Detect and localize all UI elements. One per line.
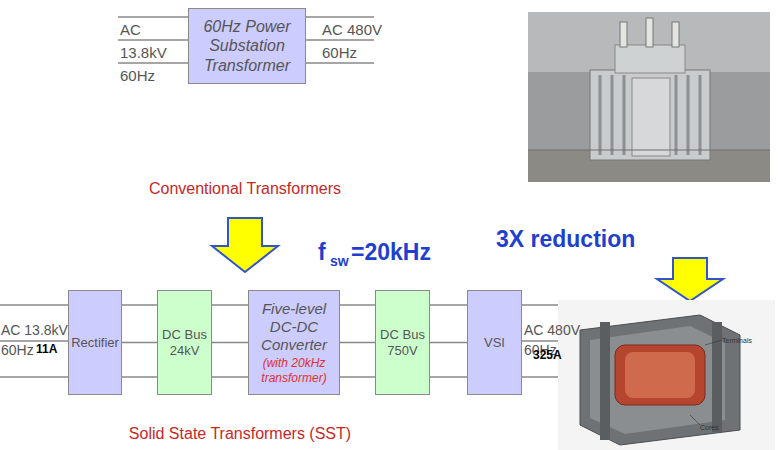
frequency-value: =20kHz bbox=[351, 239, 431, 265]
converter-box: Five-level DC-DC Converter(with 20kHz tr… bbox=[248, 290, 340, 395]
current-label: 11A bbox=[36, 343, 57, 357]
frequency-symbol: f bbox=[318, 239, 326, 265]
part-label: Terminals bbox=[722, 337, 752, 345]
box-label: VSI bbox=[484, 335, 505, 351]
voltage-label: AC 13.8kV 60Hz bbox=[120, 18, 190, 87]
section-caption: Solid State Transformers (SST) bbox=[110, 425, 370, 443]
transformer-box: 60Hz Power Substation Transformer bbox=[188, 8, 306, 84]
rectifier-box: Rectifier bbox=[68, 290, 122, 395]
box-note: (with 20kHz transformer) bbox=[251, 356, 337, 385]
inverter-box: VSI bbox=[467, 290, 522, 395]
transformer-photo bbox=[528, 12, 770, 182]
down-arrow bbox=[212, 218, 278, 272]
part-label: Cores bbox=[700, 424, 719, 432]
phase-wire bbox=[340, 342, 375, 343]
phase-wire bbox=[430, 342, 467, 343]
box-label: DC Bus 750V bbox=[378, 327, 427, 358]
frequency-subscript: sw bbox=[330, 253, 349, 269]
box-label: Five-level DC-DC Converter bbox=[251, 300, 337, 354]
box-label: DC Bus 24kV bbox=[160, 327, 209, 358]
box-label: Rectifier bbox=[71, 335, 119, 351]
down-arrow bbox=[657, 258, 723, 301]
voltage-label: AC 480V 60Hz bbox=[322, 18, 384, 64]
dc-bus-box: DC Bus 750V bbox=[375, 290, 430, 395]
box-label: 60Hz Power Substation Transformer bbox=[191, 17, 303, 75]
phase-wire bbox=[122, 342, 157, 343]
phase-wire bbox=[212, 342, 248, 343]
voltage-label: AC 13.8kV 60Hz bbox=[1, 320, 68, 360]
sst-transformer-photo bbox=[558, 300, 775, 450]
current-label: 325A bbox=[533, 349, 562, 363]
dc-bus-box: DC Bus 24kV bbox=[157, 290, 212, 395]
section-caption: Conventional Transformers bbox=[135, 180, 355, 198]
reduction-note: 3X reduction bbox=[496, 226, 635, 252]
